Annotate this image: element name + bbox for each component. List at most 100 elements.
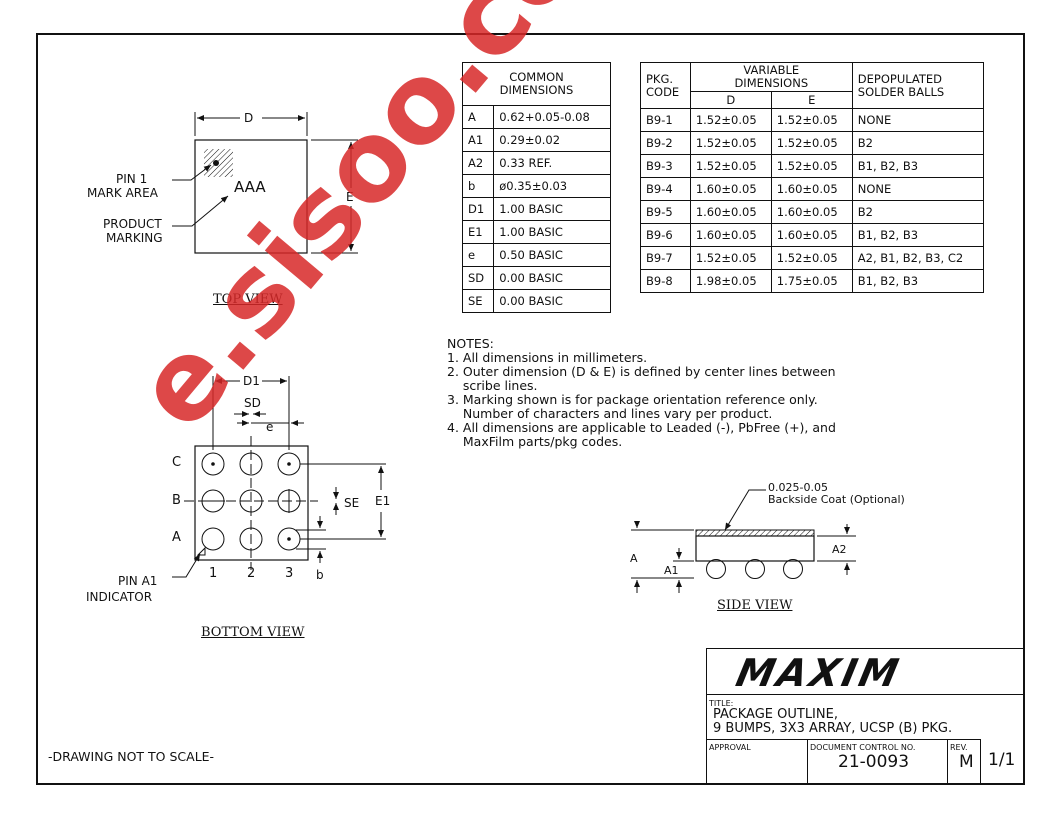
side-view-drawing [631, 489, 856, 593]
product-label-line2: MARKING [106, 231, 163, 245]
table-cell: SD [461, 266, 495, 290]
table-cell: 1.75±0.05 [770, 269, 853, 293]
dim-e-pitch-label: e [266, 420, 274, 434]
table-cell: B9-5 [640, 200, 691, 224]
row-label-c: C [172, 455, 182, 470]
table-cell: A1 [461, 128, 495, 152]
col-d-header: D [689, 91, 772, 109]
coat-label-line1: 0.025-0.05 [768, 481, 828, 494]
title-line1: PACKAGE OUTLINE, [713, 707, 838, 722]
common-header-line1: COMMON [509, 70, 564, 84]
dim-se-label: SE [344, 496, 360, 510]
table-cell: B9-7 [640, 246, 691, 270]
pin-a1-label-line1: PIN A1 [118, 574, 158, 588]
sheet-number: 1/1 [988, 750, 1016, 770]
dim-a1-label: A1 [664, 564, 679, 577]
table-cell: 1.52±0.05 [770, 108, 853, 132]
approval-label: APPROVAL [709, 743, 751, 752]
common-header-line2: DIMENSIONS [499, 83, 574, 97]
note-line: Number of characters and lines vary per … [447, 406, 773, 421]
variable-dims-header: VARIABLE DIMENSIONS [689, 62, 853, 92]
table-cell: 1.60±0.05 [689, 177, 772, 201]
table-cell: 1.60±0.05 [689, 223, 772, 247]
dim-sd-label: SD [244, 396, 261, 410]
side-view-caption: SIDE VIEW [717, 598, 793, 613]
pin-a1-label-line2: INDICATOR [86, 590, 153, 604]
dim-b-label: b [316, 568, 324, 582]
table-cell: 1.60±0.05 [689, 200, 772, 224]
variable-dimensions-table: PKG. CODE VARIABLE DIMENSIONS DEPOPULATE… [640, 62, 985, 293]
dim-d1-label: D1 [243, 374, 260, 388]
dim-a-label: A [630, 552, 638, 565]
col-label-1: 1 [209, 566, 218, 581]
table-cell: 0.50 BASIC [493, 243, 611, 267]
notes-block: NOTES: 1. All dimensions in millimeters.… [447, 337, 836, 449]
depop-header-line2: SOLDER BALLS [857, 84, 945, 99]
table-cell: E1 [461, 220, 495, 244]
dim-a2-label: A2 [832, 543, 847, 556]
dim-e-label: E [346, 190, 354, 204]
dim-e1-label: E1 [375, 494, 391, 508]
table-cell: NONE [851, 108, 985, 132]
title-label: TITLE: [709, 699, 734, 708]
table-cell: NONE [851, 177, 985, 201]
coat-label-line2: Backside Coat (Optional) [768, 493, 905, 506]
rev-label: REV. [950, 743, 968, 752]
table-cell: B9-4 [640, 177, 691, 201]
col-label-2: 2 [247, 566, 256, 581]
dim-d-label: D [244, 111, 254, 125]
table-cell: 0.33 REF. [493, 151, 611, 175]
table-cell: 0.00 BASIC [493, 289, 611, 313]
table-cell: A [461, 105, 495, 129]
table-cell: 1.52±0.05 [689, 246, 772, 270]
row-label-a: A [172, 530, 181, 545]
table-cell: 1.52±0.05 [770, 246, 853, 270]
table-cell: 1.60±0.05 [770, 177, 853, 201]
drawing-frame [36, 33, 1025, 785]
col-label-3: 3 [285, 566, 294, 581]
pkg-header-line2: CODE [646, 84, 680, 99]
note-line: 1. All dimensions in millimeters. [447, 350, 648, 365]
note-line: 4. All dimensions are applicable to Lead… [447, 420, 836, 435]
logo-cell: MAXIM [706, 648, 1025, 695]
table-cell: B1, B2, B3 [851, 154, 985, 178]
table-cell: A2 [461, 151, 495, 175]
table-cell: 1.52±0.05 [770, 154, 853, 178]
var-header-line1: VARIABLE [743, 63, 800, 77]
depop-header-line1: DEPOPULATED [857, 71, 943, 86]
bottom-view-caption: BOTTOM VIEW [201, 625, 305, 640]
table-cell: B1, B2, B3 [851, 269, 985, 293]
table-cell: B9-2 [640, 131, 691, 155]
top-view-drawing [172, 112, 358, 254]
rev-cell [947, 739, 981, 785]
table-cell: 1.52±0.05 [770, 131, 853, 155]
doc-control-label: DOCUMENT CONTROL NO. [810, 743, 916, 752]
depop-header: DEPOPULATED SOLDER BALLS [851, 62, 985, 109]
table-cell: 1.00 BASIC [493, 220, 611, 244]
table-cell: 1.60±0.05 [770, 223, 853, 247]
table-cell: 1.60±0.05 [770, 200, 853, 224]
marking-text: AAA [234, 178, 266, 196]
row-label-b: B [172, 493, 181, 508]
table-cell: 0.62+0.05-0.08 [493, 105, 611, 129]
note-line: 2. Outer dimension (D & E) is defined by… [447, 364, 836, 379]
table-cell: 1.52±0.05 [689, 108, 772, 132]
table-cell: B2 [851, 200, 985, 224]
table-cell: B9-8 [640, 269, 691, 293]
pin1-label-line2: MARK AREA [87, 186, 158, 200]
table-cell: B9-1 [640, 108, 691, 132]
var-header-line2: DIMENSIONS [734, 76, 809, 90]
